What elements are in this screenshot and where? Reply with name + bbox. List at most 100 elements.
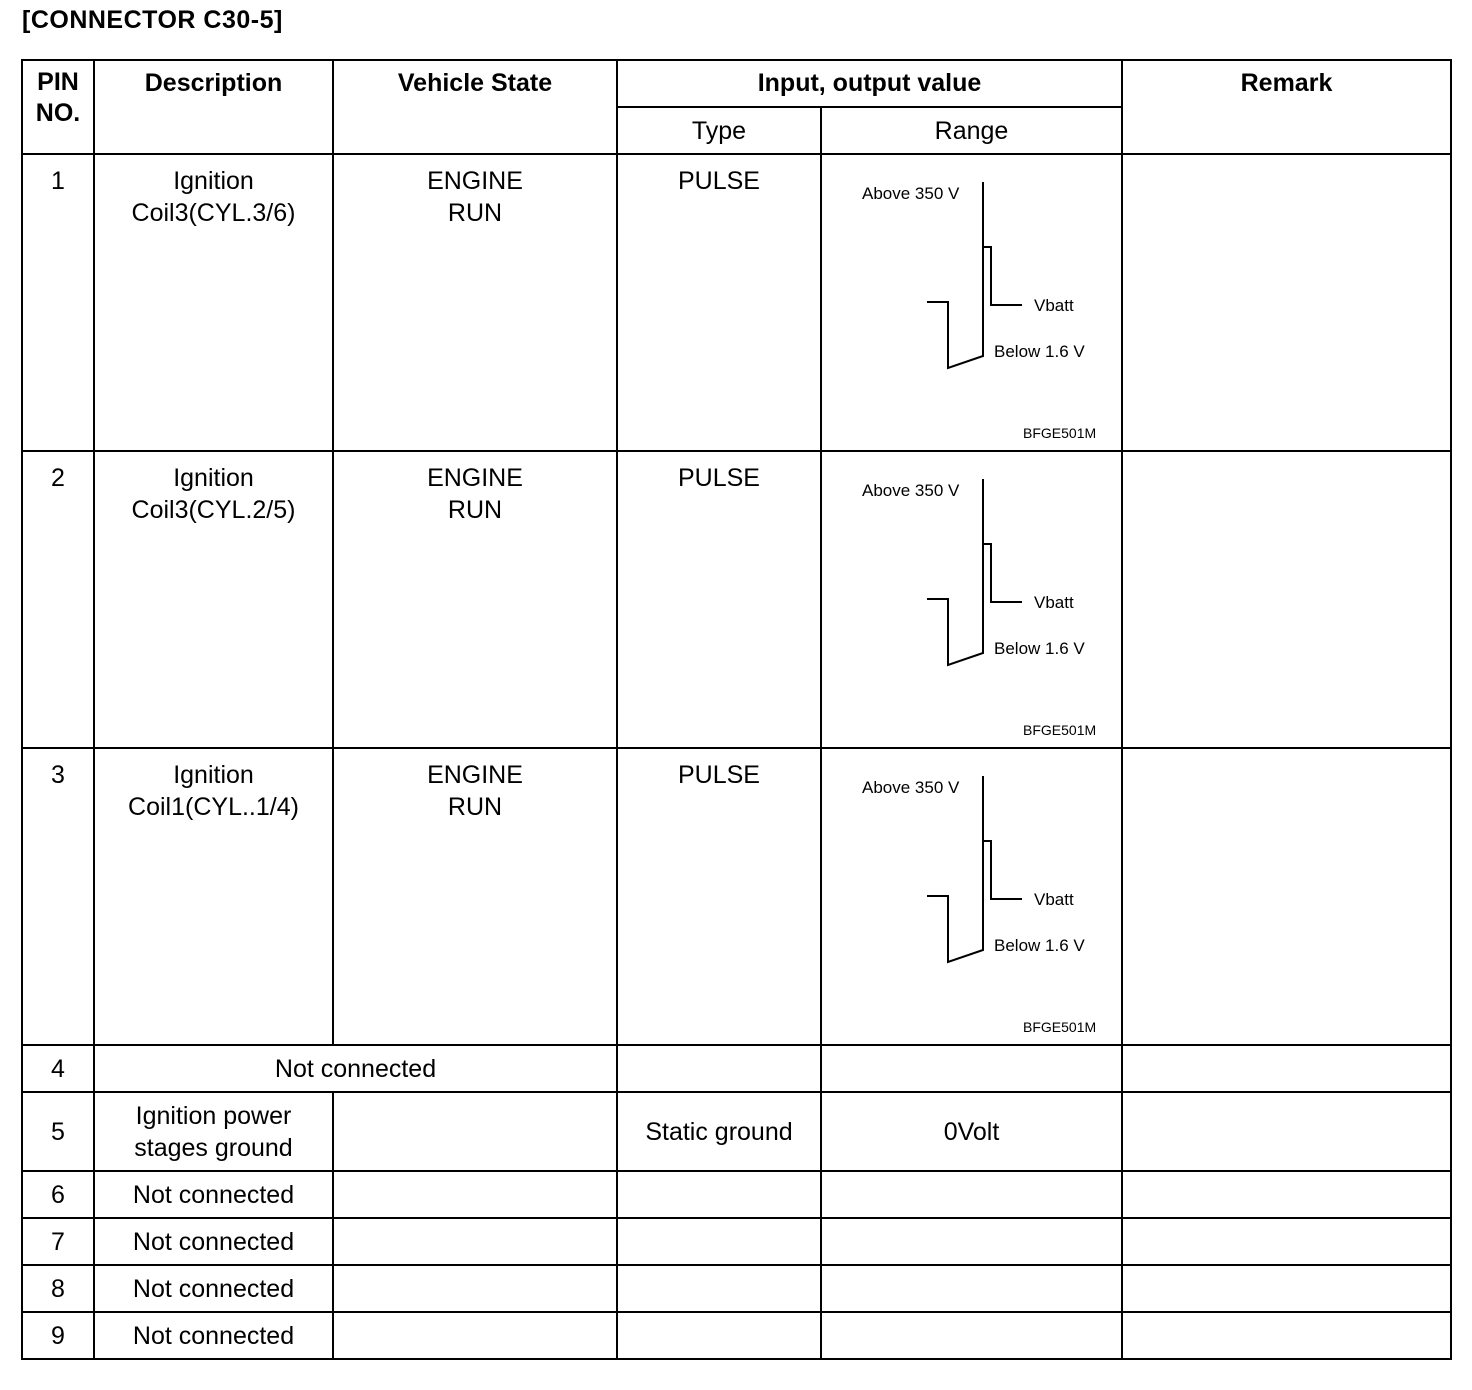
header-pin-no: PIN NO.	[21, 59, 95, 155]
header-remark: Remark	[1121, 59, 1452, 155]
table-row: 4 Not connected	[21, 1044, 1452, 1093]
pin-cell: 3	[21, 747, 95, 1046]
header-pin-line1: PIN	[37, 68, 79, 96]
vehicle-state-cell	[332, 1170, 618, 1219]
description-cell: Not connected	[93, 1044, 618, 1093]
description-line2: stages ground	[134, 1133, 293, 1162]
pin-cell: 9	[21, 1311, 95, 1360]
wave-figure-code: BFGE501M	[1023, 425, 1096, 441]
type-cell	[616, 1217, 822, 1266]
vehicle-state-cell	[332, 1264, 618, 1313]
range-cell	[820, 1170, 1123, 1219]
pulse-waveform: Above 350 V Vbatt Below 1.6 V BFGE501M	[862, 182, 1096, 441]
pin-cell: 2	[21, 450, 95, 749]
remark-cell	[1121, 153, 1452, 452]
description-line1: Ignition	[173, 167, 254, 195]
description-cell: Not connected	[93, 1264, 334, 1313]
vehicle-state-cell: ENGINE RUN	[332, 153, 618, 452]
wave-label-vbatt: Vbatt	[1034, 593, 1074, 612]
vehicle-state-line1: ENGINE	[427, 761, 523, 789]
table-row: 2 Ignition Coil3(CYL.2/5) ENGINE RUN PUL…	[21, 450, 1452, 749]
pin-cell: 6	[21, 1170, 95, 1219]
vehicle-state-cell	[332, 1311, 618, 1360]
description-cell: Not connected	[93, 1311, 334, 1360]
range-cell: Above 350 V Vbatt Below 1.6 V BFGE501M	[820, 153, 1123, 452]
vehicle-state-line1: ENGINE	[427, 167, 523, 195]
wave-label-vbatt: Vbatt	[1034, 890, 1074, 909]
header-description: Description	[93, 59, 334, 155]
description-cell: Ignition power stages ground	[93, 1091, 334, 1172]
description-line2: Coil3(CYL.3/6)	[131, 199, 296, 227]
description-cell: Ignition Coil3(CYL.3/6)	[93, 153, 334, 452]
type-cell	[616, 1044, 822, 1093]
connector-pin-table: PIN NO. Description Vehicle State Input,…	[21, 59, 1452, 1360]
type-cell: Static ground	[616, 1091, 822, 1172]
type-cell	[616, 1311, 822, 1360]
pin-cell: 8	[21, 1264, 95, 1313]
description-line2: Coil1(CYL..1/4)	[128, 793, 299, 821]
document-title: [CONNECTOR C30-5]	[22, 6, 283, 34]
description-line1: Ignition power	[135, 1101, 292, 1130]
range-cell	[820, 1044, 1123, 1093]
range-cell: Above 350 V Vbatt Below 1.6 V BFGE501M	[820, 450, 1123, 749]
pulse-waveform: Above 350 V Vbatt Below 1.6 V BFGE501M	[862, 479, 1096, 738]
remark-cell	[1121, 1044, 1452, 1093]
wave-label-below: Below 1.6 V	[994, 639, 1085, 658]
wave-figure-code: BFGE501M	[1023, 722, 1096, 738]
remark-cell	[1121, 747, 1452, 1046]
vehicle-state-line1: ENGINE	[427, 464, 523, 492]
range-cell: Above 350 V Vbatt Below 1.6 V BFGE501M	[820, 747, 1123, 1046]
vehicle-state-line2: RUN	[447, 199, 503, 227]
remark-cell	[1121, 1217, 1452, 1266]
vehicle-state-line2: RUN	[447, 496, 503, 524]
description-cell: Ignition Coil1(CYL..1/4)	[93, 747, 334, 1046]
vehicle-state-cell	[332, 1091, 618, 1172]
table-row: 9 Not connected	[21, 1311, 1452, 1360]
range-cell: 0Volt	[820, 1091, 1123, 1172]
pin-cell: 5	[21, 1091, 95, 1172]
description-cell: Ignition Coil3(CYL.2/5)	[93, 450, 334, 749]
vehicle-state-cell: ENGINE RUN	[332, 747, 618, 1046]
table-row: 6 Not connected	[21, 1170, 1452, 1219]
remark-cell	[1121, 1311, 1452, 1360]
header-type: Type	[616, 106, 822, 155]
remark-cell	[1121, 450, 1452, 749]
remark-cell	[1121, 1091, 1452, 1172]
type-cell: PULSE	[616, 747, 822, 1046]
wave-label-below: Below 1.6 V	[994, 936, 1085, 955]
wave-label-above: Above 350 V	[862, 778, 960, 797]
table-row: 8 Not connected	[21, 1264, 1452, 1313]
vehicle-state-line2: RUN	[447, 793, 503, 821]
pin-cell: 1	[21, 153, 95, 452]
type-cell: PULSE	[616, 450, 822, 749]
vehicle-state-cell: ENGINE RUN	[332, 450, 618, 749]
header-pin-line2: NO.	[35, 99, 81, 127]
wave-label-vbatt: Vbatt	[1034, 296, 1074, 315]
range-cell	[820, 1311, 1123, 1360]
table-row: 1 Ignition Coil3(CYL.3/6) ENGINE RUN PUL…	[21, 153, 1452, 452]
remark-cell	[1121, 1264, 1452, 1313]
table-row: 3 Ignition Coil1(CYL..1/4) ENGINE RUN PU…	[21, 747, 1452, 1046]
table-row: 7 Not connected	[21, 1217, 1452, 1266]
wave-figure-code: BFGE501M	[1023, 1019, 1096, 1035]
type-cell: PULSE	[616, 153, 822, 452]
pin-cell: 7	[21, 1217, 95, 1266]
description-line2: Coil3(CYL.2/5)	[131, 496, 296, 524]
range-cell	[820, 1264, 1123, 1313]
description-cell: Not connected	[93, 1170, 334, 1219]
vehicle-state-cell	[332, 1217, 618, 1266]
pin-cell: 4	[21, 1044, 95, 1093]
wave-label-above: Above 350 V	[862, 184, 960, 203]
wave-label-above: Above 350 V	[862, 481, 960, 500]
pulse-waveform: Above 350 V Vbatt Below 1.6 V BFGE501M	[862, 776, 1096, 1035]
description-line1: Ignition	[173, 761, 254, 789]
description-cell: Not connected	[93, 1217, 334, 1266]
header-range: Range	[820, 106, 1123, 155]
type-cell	[616, 1264, 822, 1313]
remark-cell	[1121, 1170, 1452, 1219]
header-io-value: Input, output value	[616, 59, 1123, 108]
table-row: 5 Ignition power stages ground Static gr…	[21, 1091, 1452, 1172]
wave-label-below: Below 1.6 V	[994, 342, 1085, 361]
type-cell	[616, 1170, 822, 1219]
description-line1: Ignition	[173, 464, 254, 492]
